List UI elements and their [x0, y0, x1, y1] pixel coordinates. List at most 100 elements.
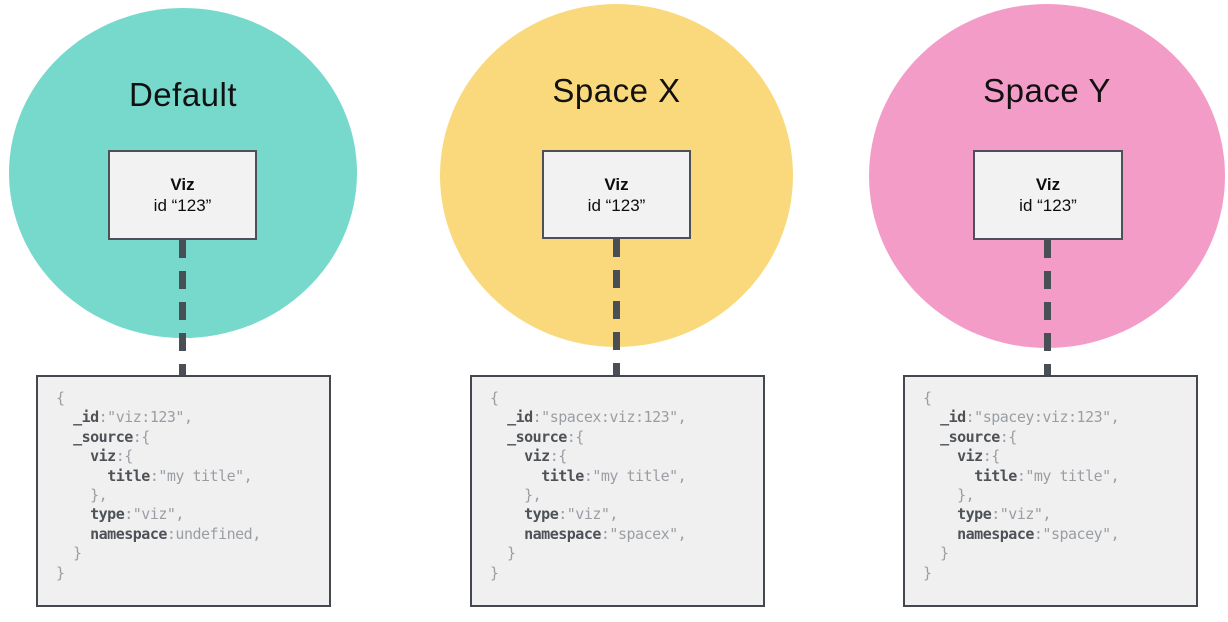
viz-node-title: Viz — [170, 175, 195, 194]
code-token: :"viz", — [124, 505, 184, 524]
code-token-key: namespace — [524, 524, 601, 543]
code-line: { — [56, 389, 323, 408]
viz-node-spacey: Viz id “123” — [973, 150, 1123, 240]
code-line: } — [490, 544, 757, 563]
code-token: }, — [490, 486, 542, 505]
space-title-spacex: Space X — [552, 72, 681, 109]
code-line: _source:{ — [923, 428, 1190, 447]
code-token: } — [56, 563, 65, 582]
code-line: } — [923, 564, 1190, 583]
code-line: title:"my title", — [56, 467, 323, 486]
code-token-key: viz — [957, 447, 983, 466]
code-token: :{ — [982, 447, 1001, 466]
code-token — [56, 408, 73, 426]
code-token — [56, 505, 90, 523]
code-token-key: title — [974, 466, 1017, 485]
code-token-key: _source — [940, 427, 1000, 446]
code-token — [923, 505, 957, 523]
code-token: :"spacex:viz:123", — [532, 408, 687, 427]
code-line: } — [56, 564, 323, 583]
code-line: }, — [56, 486, 323, 505]
viz-node-id: id “123” — [587, 195, 646, 215]
code-line: type:"viz", — [923, 505, 1190, 524]
code-token — [923, 525, 957, 543]
code-token: :"viz", — [558, 505, 618, 524]
space-title-default: Default — [128, 76, 238, 113]
viz-node-default: Viz id “123” — [108, 150, 257, 240]
code-line: title:"my title", — [490, 467, 757, 486]
code-token — [56, 428, 73, 446]
code-box-spacey: { _id:"spacey:viz:123", _source:{ viz:{ … — [903, 375, 1198, 607]
dashed-connector-spacex — [613, 239, 620, 376]
code-token-key: _id — [507, 408, 533, 427]
code-token-key: namespace — [90, 524, 167, 543]
code-token-key: viz — [524, 447, 550, 466]
code-token: } — [923, 544, 949, 563]
code-token: }, — [923, 486, 975, 505]
code-line: _id:"viz:123", — [56, 408, 323, 427]
viz-node-id: id “123” — [153, 196, 212, 215]
code-line: _source:{ — [490, 428, 757, 447]
code-line: } — [56, 544, 323, 563]
code-line: { — [490, 389, 757, 408]
code-line: type:"viz", — [490, 505, 757, 524]
code-token-key: _id — [73, 408, 99, 427]
code-line: title:"my title", — [923, 467, 1190, 486]
code-token-key: type — [957, 505, 992, 524]
code-token — [490, 525, 524, 543]
code-line: viz:{ — [490, 447, 757, 466]
viz-node-id: id “123” — [1019, 196, 1077, 215]
code-token — [56, 447, 90, 465]
code-line: namespace:undefined, — [56, 525, 323, 544]
code-token — [923, 467, 974, 485]
code-token: { — [56, 389, 65, 407]
code-token — [490, 428, 507, 446]
code-token-key: title — [541, 466, 584, 485]
code-token: :"spacex", — [600, 524, 687, 543]
code-token: :{ — [549, 447, 568, 466]
space-title-spacey: Space Y — [983, 72, 1111, 109]
code-line: { — [923, 389, 1190, 408]
viz-node-spacex: Viz id “123” — [542, 150, 691, 239]
code-token: :undefined, — [166, 524, 261, 543]
code-line: _id:"spacex:viz:123", — [490, 408, 757, 427]
code-token-key: type — [90, 505, 125, 524]
code-token: :"my title", — [583, 466, 687, 485]
code-line: namespace:"spacex", — [490, 525, 757, 544]
code-token-key: viz — [90, 447, 116, 466]
code-token: } — [490, 563, 499, 582]
viz-node-title: Viz — [604, 174, 629, 194]
code-token: :"viz:123", — [98, 408, 193, 427]
code-token-key: title — [107, 466, 150, 485]
code-token — [923, 447, 957, 465]
code-token: } — [490, 544, 516, 563]
code-token: :"viz", — [991, 505, 1051, 524]
code-token — [923, 408, 940, 426]
code-line: type:"viz", — [56, 505, 323, 524]
code-token: { — [490, 389, 499, 407]
code-token — [490, 505, 524, 523]
code-token — [56, 467, 107, 485]
code-token-key: _source — [73, 427, 133, 446]
code-token: :{ — [115, 447, 134, 466]
code-token — [923, 428, 940, 446]
code-line: viz:{ — [923, 447, 1190, 466]
code-line: _source:{ — [56, 428, 323, 447]
viz-node-title: Viz — [1035, 175, 1061, 194]
code-line: } — [490, 564, 757, 583]
code-token — [490, 467, 541, 485]
code-line: _id:"spacey:viz:123", — [923, 408, 1190, 427]
code-token: } — [56, 544, 82, 563]
code-token: :{ — [132, 427, 151, 446]
code-token: { — [923, 389, 932, 407]
code-line: viz:{ — [56, 447, 323, 466]
code-token: } — [923, 563, 932, 582]
code-token: :{ — [566, 427, 585, 446]
code-line: }, — [923, 486, 1190, 505]
dashed-connector-spacey — [1044, 240, 1051, 376]
code-token: :"spacey:viz:123", — [965, 408, 1120, 427]
code-token: :{ — [999, 427, 1018, 446]
code-token — [490, 447, 524, 465]
code-token: :"spacey", — [1033, 524, 1120, 543]
